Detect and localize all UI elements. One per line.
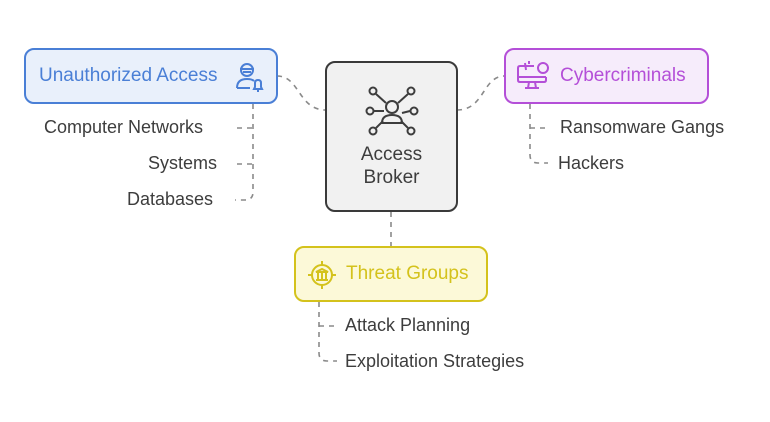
leaf-hackers: Hackers	[558, 153, 625, 173]
center-label-line1: Access	[360, 143, 423, 165]
branch-unauthorized-access[interactable]: Unauthorized Access	[24, 48, 278, 104]
leaf-exploitation-strategies: Exploitation Strategies	[345, 351, 525, 371]
branch-threat-groups[interactable]: Threat Groups	[294, 246, 488, 302]
branch-cybercriminals[interactable]: Cybercriminals	[504, 48, 709, 104]
branch-label-unauthorized-access: Unauthorized Access	[39, 65, 218, 86]
center-label-line2: Broker	[363, 166, 420, 188]
branch-label-threat-groups: Threat Groups	[346, 263, 469, 284]
monitor-bug-icon	[517, 61, 549, 89]
target-building-icon	[308, 261, 336, 289]
connector-center-cybercriminals	[456, 75, 506, 111]
connector-cyber-items	[529, 104, 548, 164]
leaf-ransomware-gangs: Ransomware Gangs	[560, 117, 725, 137]
center-node-access-broker[interactable]: Access Broker	[325, 61, 458, 212]
leaf-systems: Systems	[148, 153, 218, 173]
connector-unauthorized-items	[235, 104, 254, 201]
leaf-attack-planning: Attack Planning	[345, 315, 471, 335]
hacker-user-icon	[236, 63, 264, 92]
leaf-computer-networks: Computer Networks	[44, 117, 204, 137]
leaf-databases: Databases	[127, 189, 214, 209]
connector-center-unauthorized	[276, 75, 327, 111]
network-user-icon	[365, 86, 418, 135]
branch-label-cybercriminals: Cybercriminals	[560, 65, 686, 86]
connector-threat-items	[318, 302, 337, 362]
